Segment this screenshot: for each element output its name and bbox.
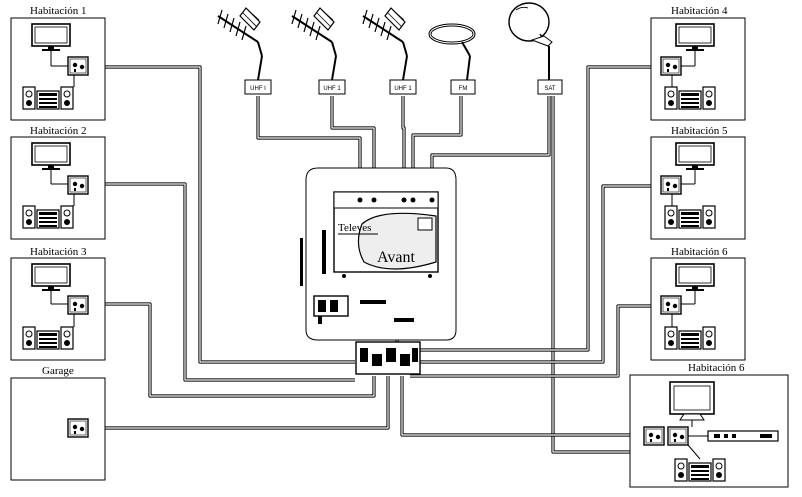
amplifier-brand: Televes — [338, 222, 371, 234]
monitor-icon — [669, 381, 715, 421]
room-garage: Garage — [10, 365, 106, 481]
splitter — [355, 341, 421, 375]
satellite-receiver-icon — [707, 430, 779, 442]
socket-icon — [67, 418, 89, 438]
socket-icon — [67, 295, 89, 315]
antenna-uhf-1: UHF I — [217, 7, 272, 95]
room-label: Habitación 2 — [30, 125, 87, 137]
room-label: Habitación 5 — [671, 125, 728, 137]
antenna-tag: FM — [459, 86, 468, 92]
antenna-tag: UHF 1 — [394, 86, 412, 92]
room-hab2: Habitación 2 — [10, 125, 106, 240]
room-hab4: Habitación 4 — [650, 5, 746, 121]
room-hab6-upper: Habitación 6 — [650, 246, 746, 361]
yagi-antenna-icon — [217, 7, 263, 57]
power-supply — [313, 295, 349, 324]
room-label: Garage — [42, 365, 74, 377]
socket-icon — [67, 175, 89, 195]
yagi-antenna-icon — [362, 7, 408, 57]
antenna-fm: FM — [428, 23, 476, 95]
socket-icon — [660, 56, 682, 76]
antenna-uhf-3: UHF 1 — [362, 7, 417, 95]
amplifier: Televes Avant — [333, 191, 439, 278]
socket-icon — [643, 426, 665, 446]
antenna-uhf-2: UHF 1 — [291, 7, 346, 95]
antenna-tag: UHF I — [250, 86, 266, 92]
room-hab5: Habitación 5 — [650, 125, 746, 240]
room-label: Habitación 1 — [30, 5, 87, 17]
room-hab6-lower: Habitación 6 — [629, 362, 789, 488]
amplifier-model: Avant — [377, 249, 415, 266]
satellite-dish-icon — [508, 2, 553, 80]
room-label: Habitación 4 — [671, 5, 728, 17]
antenna-tag: UHF 1 — [323, 86, 341, 92]
socket-icon — [67, 56, 89, 76]
room-hab3: Habitación 3 — [10, 246, 106, 361]
yagi-antenna-icon — [291, 7, 337, 57]
fm-loop-antenna-icon — [428, 23, 476, 81]
antenna-tag: SAT — [544, 86, 556, 92]
room-label: Habitación 6 — [671, 246, 728, 258]
room-label: Habitación 3 — [30, 246, 87, 258]
socket-icon — [667, 426, 689, 446]
antenna-sat: SAT — [508, 2, 563, 95]
socket-icon — [660, 295, 682, 315]
room-hab1: Habitación 1 — [10, 5, 106, 121]
socket-icon — [660, 175, 682, 195]
room-label: Habitación 6 — [688, 362, 745, 374]
